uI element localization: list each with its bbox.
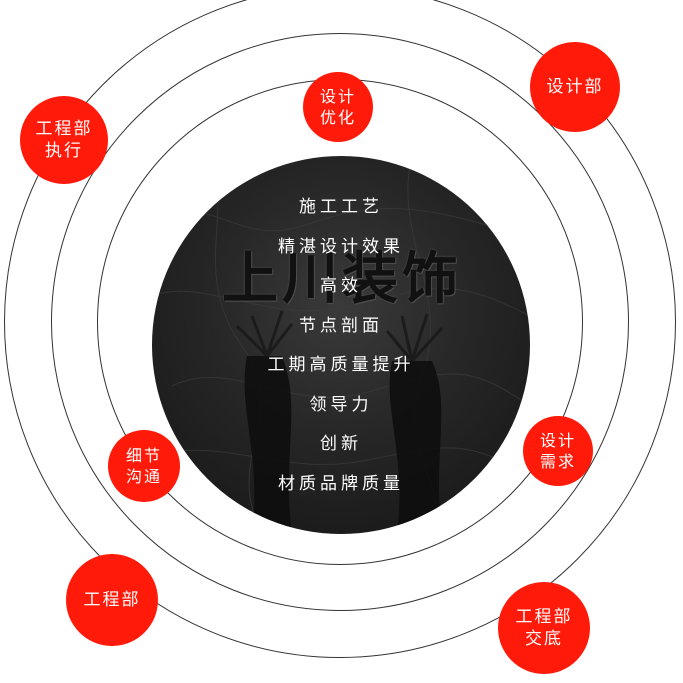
badge-label: 工程部: [83, 590, 141, 610]
badge-engineering-dept: 工程部: [66, 554, 158, 646]
badge-label: 设计 优化: [319, 87, 356, 127]
center-circle: 上川装饰 施工工艺 精湛设计效果 高效 节点剖面 工期高质量提升 领导力 创新 …: [152, 156, 530, 534]
badge-design-dept: 设计部: [530, 42, 620, 132]
marble-texture: [152, 156, 530, 534]
plant-shapes: [244, 356, 442, 534]
list-item: 施工工艺: [299, 197, 383, 217]
badge-label: 设计 需求: [539, 431, 576, 471]
logo-watermark: 上川装饰: [222, 247, 462, 312]
badge-engineering-execute: 工程部 执行: [20, 96, 108, 184]
list-item: 材质品牌质量: [278, 473, 404, 494]
badge-label: 设计部: [546, 77, 604, 97]
core-values-list: 施工工艺 精湛设计效果 高效 节点剖面 工期高质量提升 领导力 创新 材质品牌质…: [152, 188, 530, 504]
list-item: 工期高质量提升: [267, 355, 415, 375]
badge-label: 工程部 执行: [35, 119, 93, 161]
badge-design-optimize: 设计 优化: [303, 72, 373, 142]
badge-label: 工程部 交底: [515, 607, 573, 649]
list-item: 创新: [320, 434, 362, 454]
list-item: 高效: [320, 276, 362, 296]
list-item: 精湛设计效果: [278, 236, 404, 257]
badge-detail-communication: 细节 沟通: [108, 430, 180, 502]
badge-design-requirement: 设计 需求: [523, 416, 593, 486]
list-item: 节点剖面: [299, 315, 383, 336]
middle-ring: [51, 33, 629, 611]
outer-ring: [4, 0, 676, 658]
badge-label: 细节 沟通: [125, 446, 162, 486]
badge-engineering-handover: 工程部 交底: [498, 582, 590, 674]
list-item: 领导力: [309, 394, 373, 415]
